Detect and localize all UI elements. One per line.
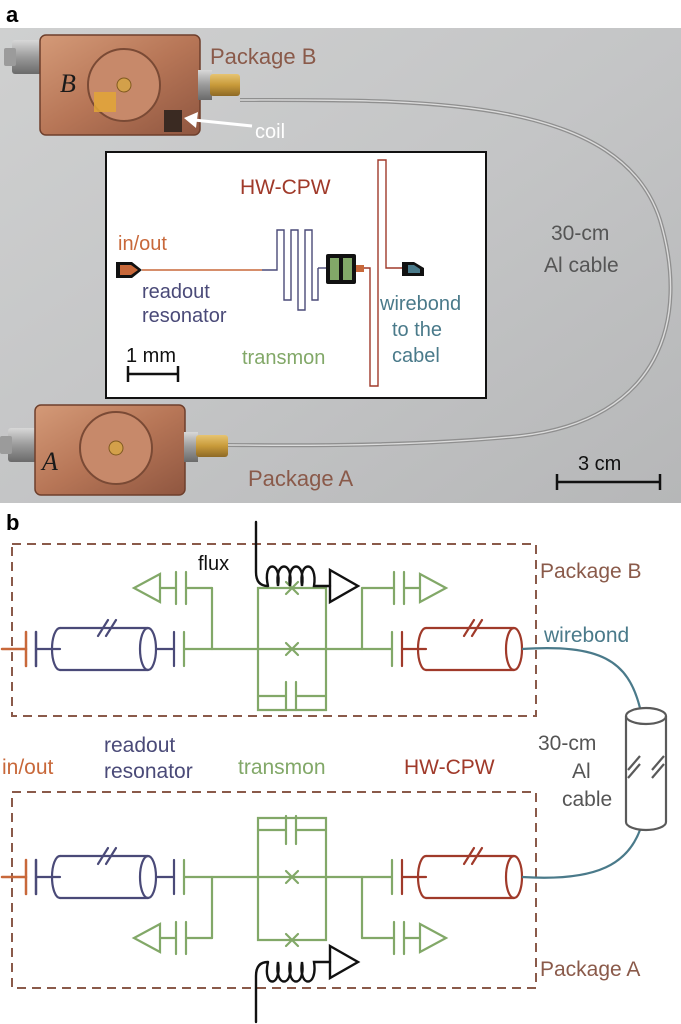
package-a-marker: A <box>40 447 58 476</box>
inset-hwcpw-label: HW-CPW <box>240 176 331 199</box>
hwcpw-a <box>400 846 524 900</box>
circuit-package-b <box>0 520 524 712</box>
scale-bar-3cm: 3 cm <box>555 453 662 490</box>
sma-connector-a-left <box>8 428 38 462</box>
package-b-marker: B <box>60 69 76 98</box>
coil-label: coil <box>255 121 285 143</box>
panel-a-letter: a <box>6 2 19 27</box>
hwcpw-b <box>400 618 524 672</box>
schematic-readout-line2: resonator <box>104 760 193 783</box>
schematic-package-b-label: Package B <box>540 560 642 583</box>
panel-b-letter: b <box>6 510 19 535</box>
scale-bar-1mm: 1 mm <box>126 345 180 382</box>
inset-inout-label: in/out <box>118 233 167 255</box>
schematic-inout-label: in/out <box>2 756 54 779</box>
flux-coil-b <box>254 520 361 605</box>
chip-inset: HW-CPW in/out readout resonator wirebond… <box>105 151 487 399</box>
package-a-box <box>11 791 537 989</box>
schematic-hwcpw-label: HW-CPW <box>404 756 495 779</box>
inset-wirebond-line2: to the <box>392 319 442 341</box>
schematic-transmon-label: transmon <box>238 756 326 779</box>
panel-a: a B A <box>0 2 681 503</box>
transmon-a <box>131 814 449 956</box>
package-b-tape <box>94 92 116 112</box>
schematic-wirebond-label: wirebond <box>543 624 629 647</box>
package-b-box <box>11 543 537 717</box>
circuit-package-a <box>0 814 524 1024</box>
inset-wirebond-line1: wirebond <box>379 293 461 315</box>
inset-wirebond-line3: cabel <box>392 345 440 367</box>
schematic-cable-line1: 30-cm <box>538 732 596 755</box>
scale-3cm-label: 3 cm <box>578 453 621 475</box>
flux-coil-a <box>254 943 361 1024</box>
flux-label: flux <box>198 553 229 575</box>
package-a-label: Package A <box>248 466 354 491</box>
scale-1mm-label: 1 mm <box>126 345 176 367</box>
inset-transmon-label: transmon <box>242 347 325 369</box>
cable-label-line1: 30-cm <box>551 222 609 245</box>
cable-label-line2: Al cable <box>544 254 619 277</box>
schematic-cable-line3: cable <box>562 788 612 811</box>
coil-arrow <box>193 118 253 128</box>
schematic-readout-line1: readout <box>104 734 175 757</box>
coil-slot <box>164 110 182 132</box>
al-cable-highlight <box>227 99 672 447</box>
panel-b: b <box>0 510 668 1024</box>
package-b-label: Package B <box>210 44 316 69</box>
schematic-cable-line2: Al <box>572 760 591 783</box>
sma-connector-a-right <box>196 435 228 457</box>
inset-readout-line2: resonator <box>142 305 227 327</box>
sma-connector-b-left <box>12 40 42 74</box>
hwcpw-line <box>364 159 402 387</box>
al-cable-schematic <box>521 647 668 879</box>
readout-resonator-b <box>34 618 176 672</box>
sma-connector-b-right <box>210 74 240 96</box>
package-b-photo: B <box>4 34 240 136</box>
readout-resonator-a <box>34 846 176 900</box>
transmon-b <box>131 570 449 712</box>
schematic-package-a-label: Package A <box>540 958 640 981</box>
package-a-photo: A <box>0 404 228 496</box>
readout-resonator-meander <box>262 229 319 311</box>
inset-readout-line1: readout <box>142 281 210 303</box>
